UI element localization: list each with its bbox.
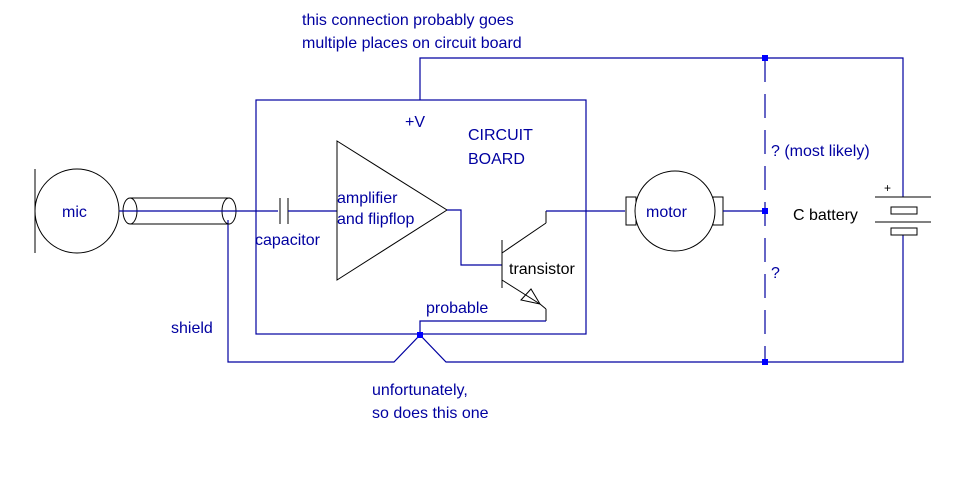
motor-symbol [625, 170, 724, 252]
bottom-note-line2: so does this one [372, 405, 489, 422]
junction-dot-top [762, 55, 768, 61]
capacitor-label: capacitor [255, 232, 321, 249]
transistor-symbol [501, 211, 547, 321]
probable-label: probable [426, 300, 488, 317]
motor-label: motor [646, 204, 688, 221]
mic-label: mic [62, 204, 87, 221]
amplifier-label-line1: amplifier [337, 190, 398, 207]
battery-plus-label: + [884, 181, 891, 195]
battery-symbol [875, 196, 931, 236]
most-likely-note: ? (most likely) [771, 143, 870, 160]
top-note-line2: multiple places on circuit board [302, 35, 522, 52]
supply-wire [419, 57, 904, 197]
probable-emitter-wire [419, 320, 546, 335]
unknown-note: ? [771, 265, 780, 282]
junction-dot-board-ground [417, 332, 423, 338]
shield-label: shield [171, 320, 213, 337]
amp-to-base-wire [447, 209, 502, 266]
junction-dot-bottom [762, 359, 768, 365]
amplifier-symbol [336, 140, 448, 281]
top-note-line1: this connection probably goes [302, 12, 514, 29]
ground-wire [227, 220, 904, 363]
transistor-label: transistor [509, 261, 575, 278]
bottom-note-line1: unfortunately, [372, 382, 468, 399]
board-label-line2: BOARD [468, 151, 525, 168]
amplifier-label-line2: and flipflop [337, 211, 414, 228]
plus-v-label: +V [405, 114, 425, 131]
board-label-line1: CIRCUIT [468, 127, 533, 144]
battery-label: C battery [793, 207, 858, 224]
junction-dot-motor [762, 208, 768, 214]
